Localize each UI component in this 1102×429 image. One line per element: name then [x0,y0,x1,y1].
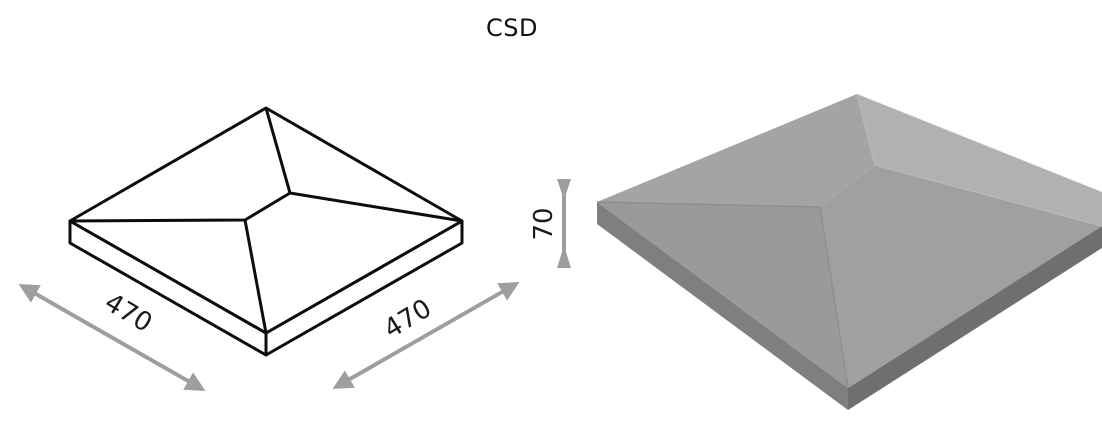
dimension-arrow-length [18,284,206,391]
rendered-cap [596,93,1102,410]
dimension-arrow-height [557,179,571,268]
product-title: CSD [486,14,538,42]
dimension-label-height: 70 [529,207,559,240]
render-ridge-highlight [856,93,1102,227]
dimension-label-width: 470 [379,294,437,345]
render-front-side [848,226,1102,410]
dimension-arrow-width [332,282,520,389]
drawing-ridge-top [264,107,292,194]
drawing-ridge-right [289,191,463,223]
render-face-back-right [857,94,1102,226]
drawing-ridge-front [243,219,268,334]
render-face-right [820,165,1102,388]
render-face-left [597,202,848,388]
dimension-label-length: 470 [99,288,157,339]
render-left-side [597,202,848,410]
render-ridge-shadow [596,201,849,389]
render-face-back-left [597,94,875,207]
